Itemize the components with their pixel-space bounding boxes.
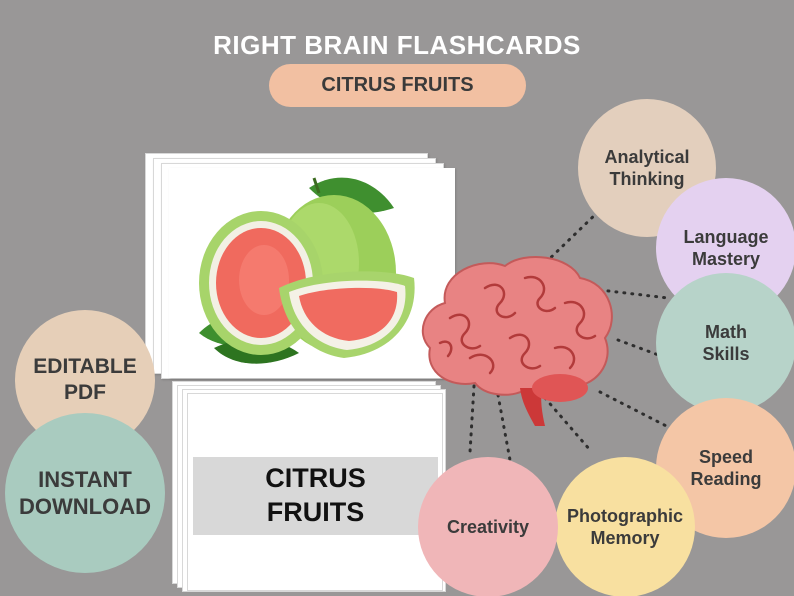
skill-line1: Analytical [604,146,690,167]
skill-math-skills: Math Skills [656,273,794,413]
skill-line2: Thinking [609,169,685,189]
skill-line1: Photographic [567,505,683,526]
pomelo-fruit-image [199,177,415,364]
skill-line2: Reading [690,469,762,489]
skill-line2: Mastery [691,249,761,269]
subtitle-text: CITRUS FRUITS [321,74,474,96]
subtitle-pill: CITRUS FRUITS [269,64,526,107]
page-title: RIGHT BRAIN FLASHCARDS [213,30,581,60]
card-label-line2: FRUITS [266,497,365,527]
skill-photographic-memory: Photographic Memory [555,457,695,596]
brain-icon [421,255,613,426]
badge-line2: DOWNLOAD [19,494,151,519]
instant-download-badge: INSTANT DOWNLOAD [5,413,165,573]
badge-line1: EDITABLE [33,354,137,378]
skill-analytical-thinking: Analytical Thinking [578,99,716,237]
fruit-image-card [169,168,455,378]
skill-line1: Language [683,226,769,247]
skill-line1: Creativity [446,516,530,537]
card-label-line1: CITRUS [265,463,366,494]
card-label: CITRUS FRUITS [193,457,438,535]
skill-creativity: Creativity [418,457,558,596]
skill-line1: Speed [698,446,753,467]
skill-line2: Skills [702,344,750,364]
badge-line2: PDF [63,381,106,404]
skill-line2: Memory [590,528,660,548]
skill-line1: Math [705,321,747,342]
badge-line1: INSTANT [38,466,132,492]
